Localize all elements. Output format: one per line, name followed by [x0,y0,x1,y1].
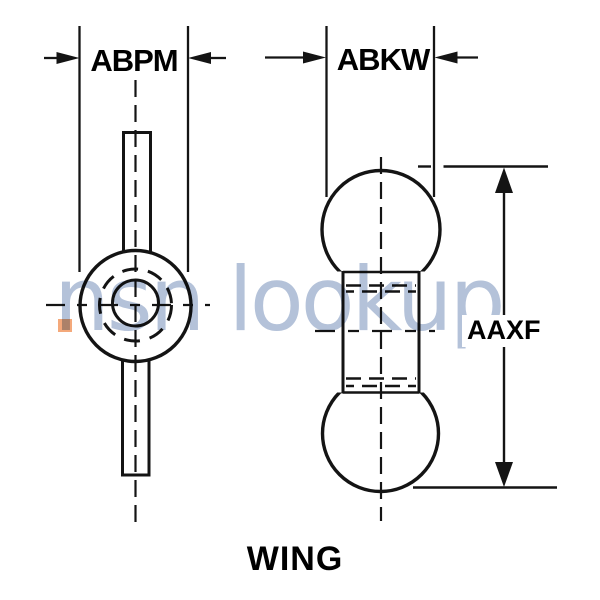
front-view [46,80,210,527]
abkw-arrowhead-right [434,51,458,64]
front-view-bottom-wing [121,350,151,477]
abkw-arrowhead-left [303,51,326,64]
front-view-top-wing [122,131,152,259]
abpm-arrowhead-right [188,52,211,64]
aaxf-arrowhead-up [495,167,513,193]
abpm-arrowhead-left [56,52,80,64]
caption-wing: WING [246,540,344,578]
dimension-label-abpm: ABPM [90,43,178,78]
side-view [315,157,442,521]
dimension-label-aaxf: AAXF [462,315,546,347]
dimension-abkw [265,26,478,197]
dimension-label-abkw: ABKW [336,42,430,77]
aaxf-arrowhead-down [495,462,513,487]
dimension-abpm [44,26,226,272]
